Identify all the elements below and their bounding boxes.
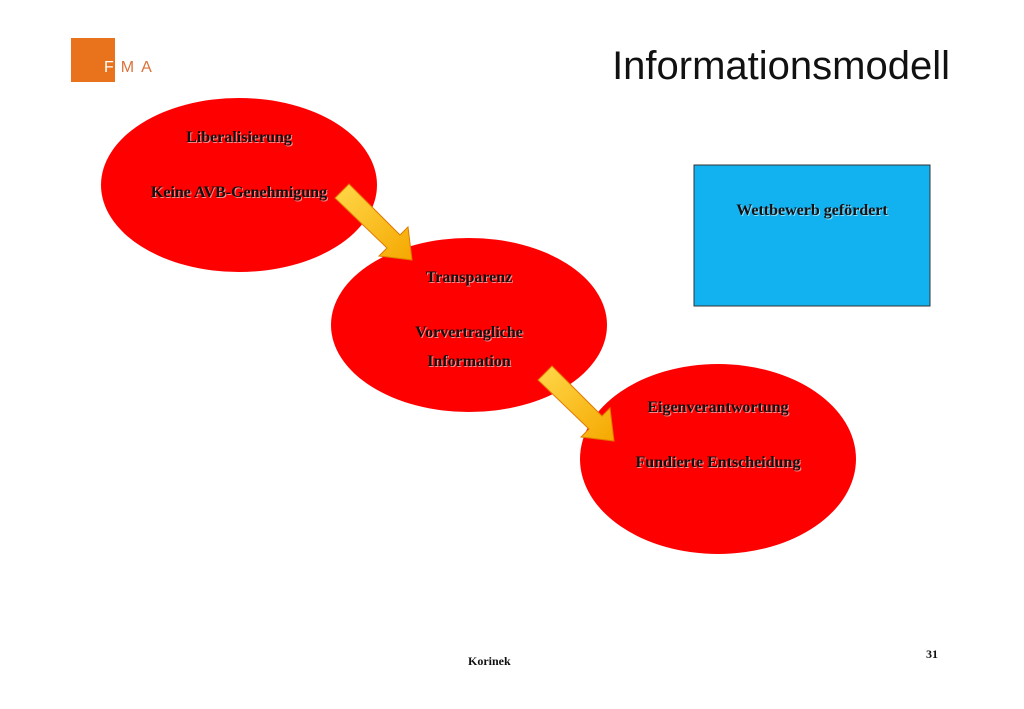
page-number: 31 [926,647,938,661]
page-title: Informationsmodell [612,44,950,88]
logo-square [71,38,115,82]
ellipse-transparenz [331,238,607,412]
arrow-1 [334,183,413,261]
logo-wordmark: FMA [104,59,159,76]
ellipse-liberalisierung [101,98,377,272]
node-3-subtitle: Fundierte Entscheidung [635,453,801,471]
ellipse-eigenverantwortung [580,364,856,554]
node-3-title: Eigenverantwortung [647,399,789,416]
node-2-subtitle: Vorvertragliche [415,323,523,341]
node-1-title: Liberalisierung [186,129,292,146]
box-label: Wettbewerb gefördert [736,202,888,219]
footer-author: Korinek [468,654,511,668]
node-1-text: Liberalisierung Keine AVB-Genehmigung [139,124,339,208]
node-2-title: Transparenz [425,269,513,286]
node-1-subtitle: Keine AVB-Genehmigung [150,183,328,201]
node-3-text: Eigenverantwortung Fundierte Entscheidun… [608,394,828,478]
node-2-text: Transparenz Vorvertragliche Information [369,264,569,376]
fma-logo: FMA [71,38,161,82]
arrow-2 [537,365,615,442]
wettbewerb-box [693,164,931,307]
node-2-subtitle-2: Information [427,352,511,370]
